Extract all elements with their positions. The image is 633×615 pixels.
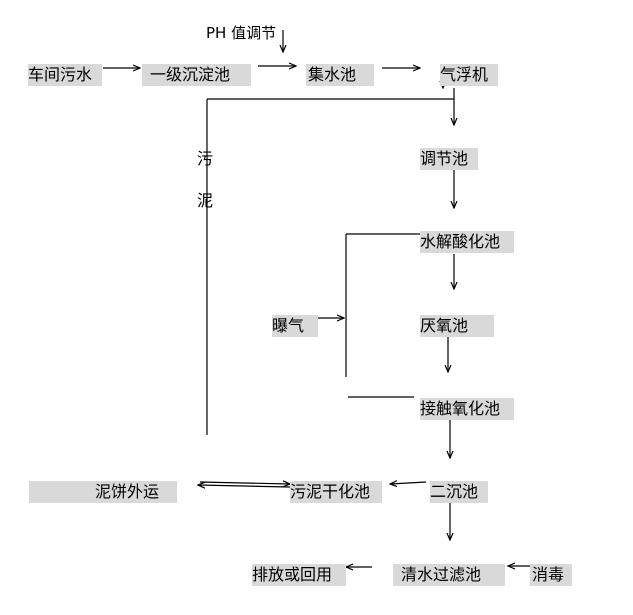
regulating-tank-node: 调节池 xyxy=(420,148,478,170)
hydrolysis-acidification-node: 水解酸化池 xyxy=(420,231,514,253)
arrow-drying-to-cake xyxy=(198,485,291,487)
arrow-secondary-to-drying xyxy=(390,482,427,484)
collection-tank-node: 集水池 xyxy=(306,64,374,86)
primary-sedimentation-node: 一级沉淀池 xyxy=(142,64,251,86)
contact-oxidation-node: 接触氧化池 xyxy=(420,398,514,420)
ph-adjust-label: PH 值调节 xyxy=(206,24,277,42)
discharge-reuse-node: 排放或回用 xyxy=(252,564,346,586)
workshop-sewage-node: 车间污水 xyxy=(28,64,102,86)
sludge-drying-node: 污泥干化池 xyxy=(290,481,382,503)
aeration-node: 曝气 xyxy=(272,315,318,337)
arrow-cake-to-drying xyxy=(199,482,290,484)
air-flotation-node: 气浮机 xyxy=(440,64,498,86)
sludge-label-char-1: 污 xyxy=(197,149,214,168)
disinfection-node: 消毒 xyxy=(530,564,572,586)
clear-water-filter-node: 清水过滤池 xyxy=(393,564,505,586)
sludge-label-char-2: 泥 xyxy=(197,191,214,210)
cake-transport-node: 泥饼外运 xyxy=(29,481,177,503)
anoxic-tank-node: 厌氧池 xyxy=(420,315,494,337)
secondary-sedimentation-node: 二沉池 xyxy=(430,481,488,503)
